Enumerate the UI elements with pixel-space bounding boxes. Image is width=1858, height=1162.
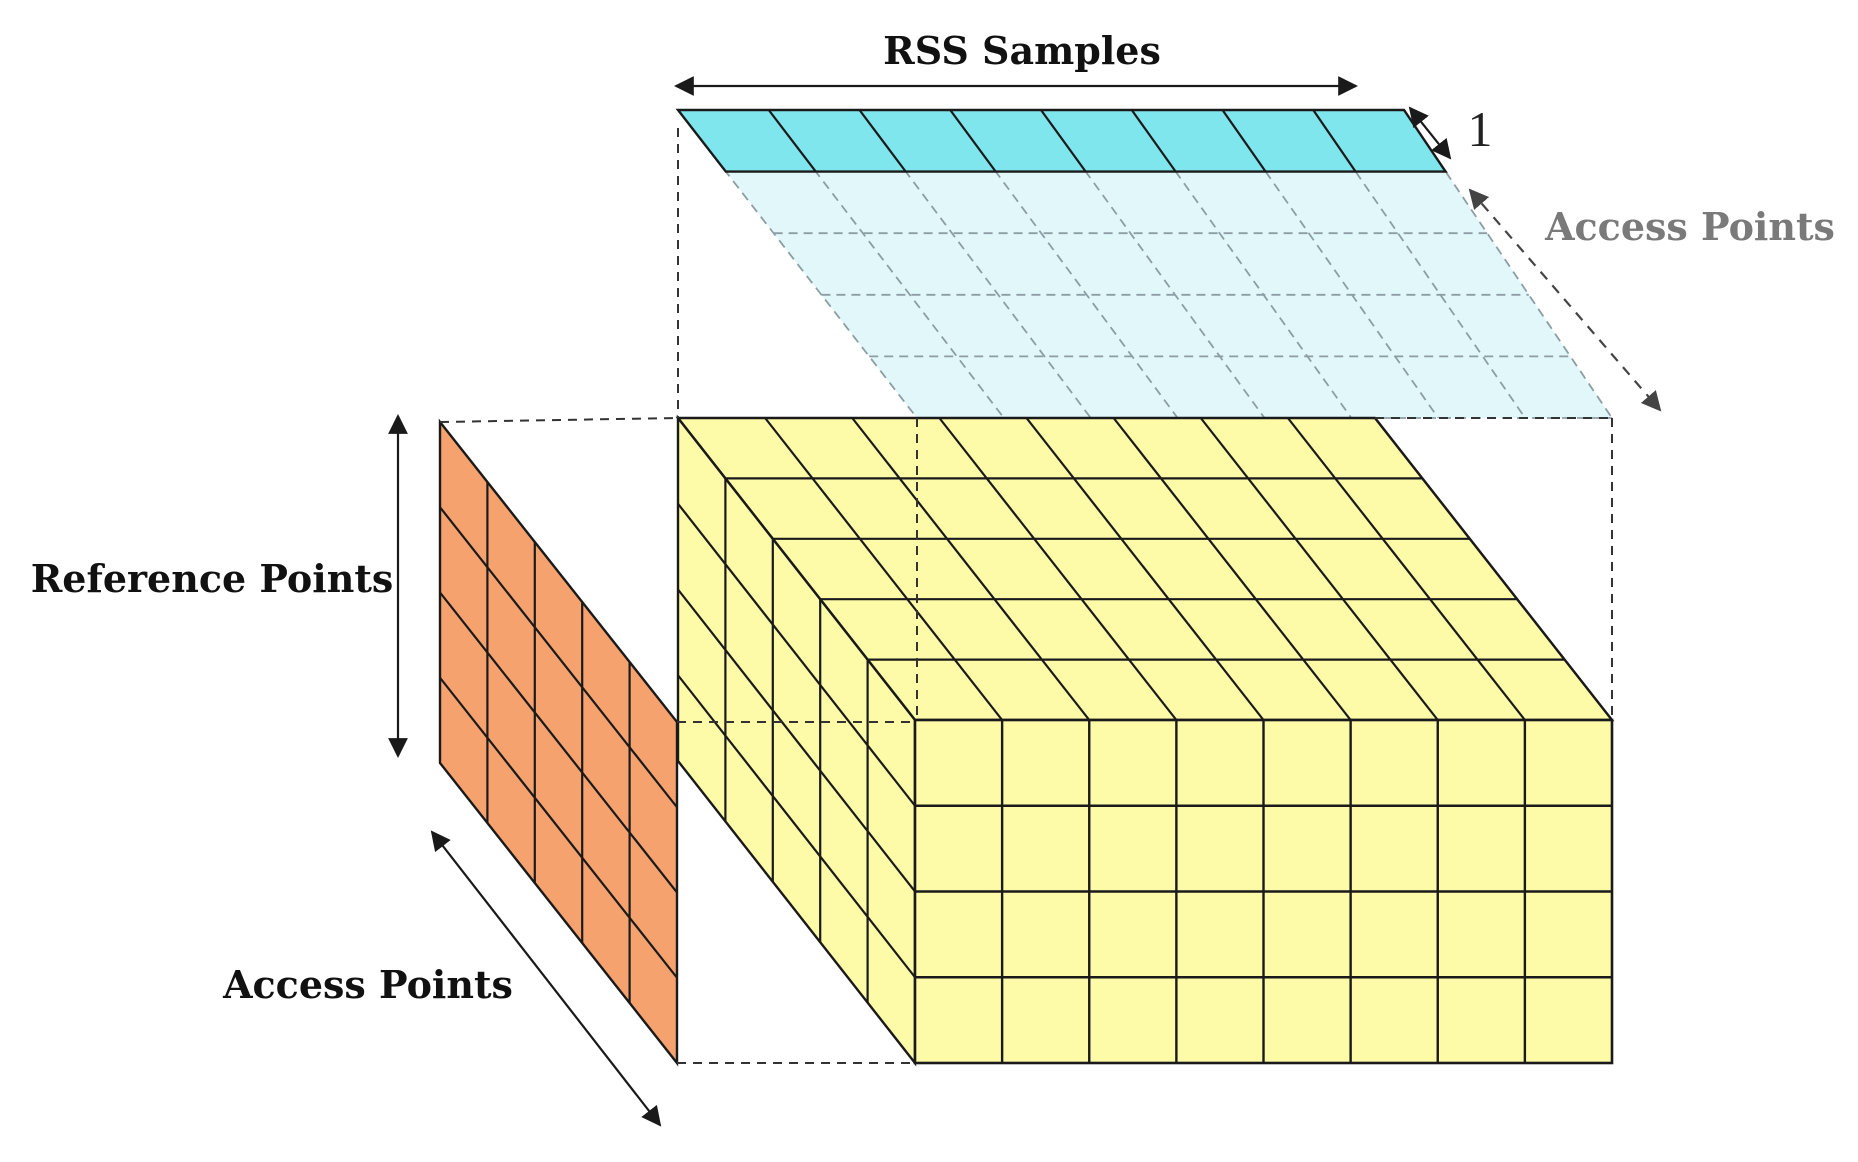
cube-top-gridline (938, 417, 1178, 721)
cube-top-gridline (1025, 417, 1265, 721)
one-arrow (1408, 106, 1452, 160)
reference-points-cell-divider (439, 506, 678, 808)
access-points-bottom-arrow (430, 830, 662, 1127)
cube-top-gridline (1374, 417, 1613, 721)
rss-samples-cell-divider (1130, 109, 1177, 173)
rss-samples-cell-divider (1040, 109, 1087, 173)
one-label: 1 (1468, 101, 1493, 157)
projection-guide-top-left-edge (439, 417, 679, 423)
rss-samples-cell-divider (858, 109, 907, 173)
cube-top-gridline (677, 417, 916, 721)
reference-points-label: Reference Points (31, 556, 394, 601)
rss-samples-cell-divider (1221, 109, 1267, 173)
access-points-plane-fill (678, 110, 1612, 418)
projection-guides (439, 128, 1613, 1064)
cube-left-gridline (677, 503, 916, 807)
dimension-arrows (388, 76, 1662, 1127)
access-points-bottom-label: Access Points (222, 962, 513, 1007)
cube-top-gridline (1199, 417, 1439, 721)
cube-top-gridline (851, 417, 1091, 721)
rss-data-cube (675, 414, 1615, 1067)
cube-left-gridline (677, 588, 916, 893)
rss-samples-label: RSS Samples (883, 28, 1161, 73)
access-points-top-arrow (1468, 188, 1662, 412)
rss-samples-slice (675, 108, 1448, 173)
cube-left-gridline (677, 674, 916, 978)
cube-top-gridline (1112, 417, 1352, 721)
cube-top-gridline (1287, 417, 1526, 721)
cube-top-gridline (764, 417, 1003, 721)
access-points-top-label: Access Points (1544, 204, 1835, 249)
rss-samples-cell-divider (1312, 109, 1357, 173)
rss-samples-cell-divider (767, 109, 817, 173)
rss-samples-cell-divider (949, 109, 997, 173)
